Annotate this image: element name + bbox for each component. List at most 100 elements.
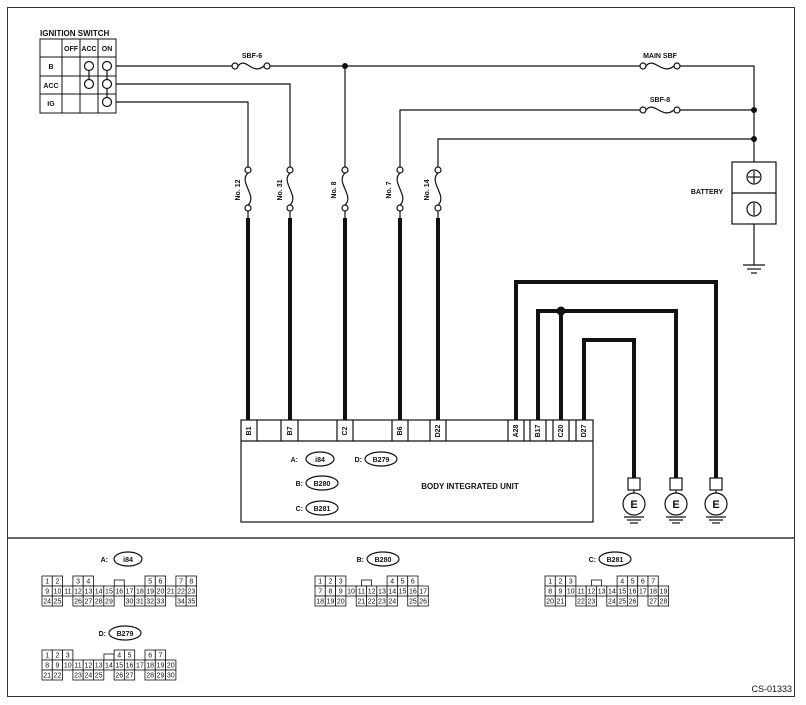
figure-code: CS-01333 xyxy=(751,684,792,694)
pin-number: 14 xyxy=(388,589,396,596)
fuse-no12-symbol xyxy=(244,166,252,212)
pin-d22: D22 xyxy=(435,424,442,437)
pin-number: 8 xyxy=(189,579,193,586)
switch-col-on: ON xyxy=(102,46,113,53)
thin-wires xyxy=(116,65,755,265)
pin-number: 23 xyxy=(378,599,386,606)
pin-c2: C2 xyxy=(342,426,349,435)
connector-c-key: C: xyxy=(589,557,596,564)
fuse-no8-symbol xyxy=(341,166,349,212)
pin-number: 2 xyxy=(55,579,59,586)
pin-number: 20 xyxy=(167,663,175,670)
pin-number: 1 xyxy=(45,653,49,660)
pin-number: 5 xyxy=(148,579,152,586)
fuse-no12-label: No. 12 xyxy=(235,179,242,200)
ignition-switch-table xyxy=(39,38,117,114)
battery-ground-icon xyxy=(743,264,765,274)
battery-symbol xyxy=(731,161,777,225)
pin-number: 27 xyxy=(649,599,657,606)
fuse-sbf6-symbol xyxy=(231,62,271,70)
fuse-no14-symbol xyxy=(434,166,442,212)
pin-number: 1 xyxy=(45,579,49,586)
pin-number: 17 xyxy=(639,589,647,596)
pin-cell xyxy=(627,595,639,607)
pin-number: 22 xyxy=(177,589,185,596)
pin-number: 10 xyxy=(64,663,72,670)
legend-d-code: B279 xyxy=(373,457,390,464)
pin-cell xyxy=(554,595,566,607)
pin-number: 23 xyxy=(74,673,82,680)
pin-number: 7 xyxy=(318,589,322,596)
connector-d-code: B279 xyxy=(117,631,134,638)
legend-c-key: C: xyxy=(296,506,303,513)
legend-b-key: B: xyxy=(296,481,303,488)
pin-number: 24 xyxy=(608,599,616,606)
pin-cell xyxy=(154,595,167,607)
pin-number: 19 xyxy=(327,599,335,606)
pin-c20: C20 xyxy=(558,424,565,437)
thick-wires xyxy=(246,218,718,480)
pin-number: 28 xyxy=(95,599,103,606)
pin-number: 14 xyxy=(608,589,616,596)
ground-3-label: E xyxy=(712,499,719,511)
pin-number: 23 xyxy=(587,599,595,606)
pin-number: 10 xyxy=(54,589,62,596)
pin-number: 11 xyxy=(64,589,71,596)
pin-number: 13 xyxy=(378,589,386,596)
pin-number: 9 xyxy=(55,663,59,670)
pin-number: 10 xyxy=(567,589,575,596)
pin-number: 16 xyxy=(629,589,637,596)
ground-3 xyxy=(704,477,728,524)
pin-number: 2 xyxy=(558,579,562,586)
pin-number: 29 xyxy=(105,599,113,606)
pin-cell xyxy=(185,595,197,607)
pin-number: 7 xyxy=(158,653,162,660)
pin-number: 15 xyxy=(115,663,123,670)
pin-number: 14 xyxy=(95,589,103,596)
pin-number: 27 xyxy=(84,599,92,606)
ground-1 xyxy=(622,477,646,524)
fuse-sbf6-label: SBF-6 xyxy=(242,53,262,60)
legend-c-code: B281 xyxy=(314,506,331,513)
pin-number: 27 xyxy=(126,673,134,680)
fuse-no14-label: No. 14 xyxy=(424,179,431,200)
pin-cell xyxy=(386,595,398,607)
fuse-main-sbf-label: MAIN SBF xyxy=(643,53,678,60)
fuse-no7-label: No. 7 xyxy=(386,181,393,198)
pin-number: 3 xyxy=(66,653,70,660)
connector-b-code: B280 xyxy=(375,557,392,564)
pin-number: 12 xyxy=(368,589,376,596)
pin-number: 18 xyxy=(136,589,144,596)
unit-legend xyxy=(305,451,398,516)
pin-number: 21 xyxy=(167,589,175,596)
pin-number: 31 xyxy=(136,599,144,606)
pin-number: 21 xyxy=(557,599,565,606)
pin-number: 20 xyxy=(157,589,165,596)
pin-number: 11 xyxy=(74,663,81,670)
pin-number: 25 xyxy=(54,599,62,606)
pin-number: 22 xyxy=(54,673,62,680)
pin-number: 12 xyxy=(587,589,595,596)
fuse-no7-symbol xyxy=(396,166,404,212)
pin-number: 8 xyxy=(328,589,332,596)
pin-number: 29 xyxy=(157,673,165,680)
pin-number: 26 xyxy=(629,599,637,606)
ground-connectors xyxy=(622,477,728,524)
connector-c-code: B281 xyxy=(607,557,624,564)
switch-row-ig: IG xyxy=(47,101,55,108)
unit-title: BODY INTEGRATED UNIT xyxy=(421,482,519,491)
pin-number: 24 xyxy=(43,599,51,606)
pin-number: 19 xyxy=(660,589,668,596)
pin-b6: B6 xyxy=(397,426,404,435)
ground-2-label: E xyxy=(672,499,679,511)
pin-number: 5 xyxy=(401,579,405,586)
pin-number: 4 xyxy=(117,653,121,660)
pin-number: 3 xyxy=(76,579,80,586)
connector-latch xyxy=(361,579,372,587)
switch-col-off: OFF xyxy=(64,46,79,53)
switch-row-b: B xyxy=(48,64,53,71)
connector-b-key: B: xyxy=(357,557,364,564)
pin-number: 4 xyxy=(620,579,624,586)
